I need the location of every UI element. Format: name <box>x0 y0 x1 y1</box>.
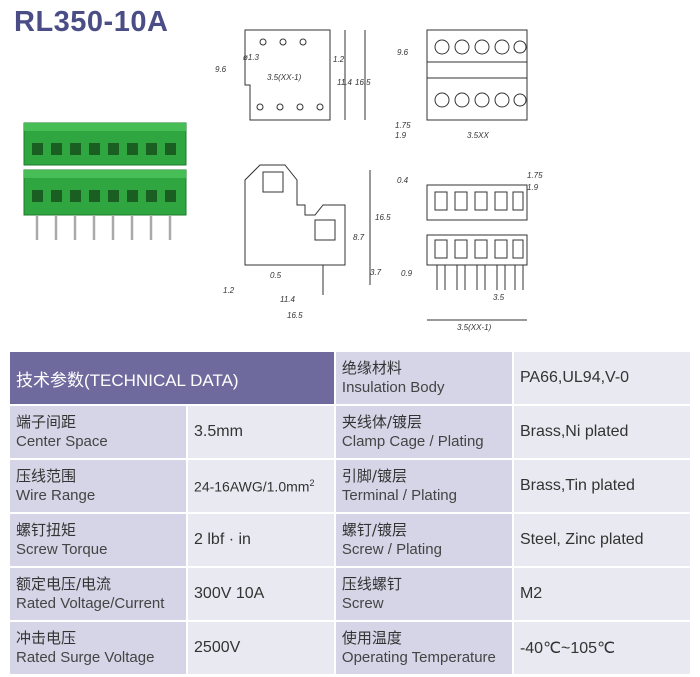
dim-label: 3.5 <box>493 293 505 302</box>
dim-label: 1.75 <box>527 171 543 180</box>
dim-label: 16.5 <box>355 78 371 87</box>
spec-value: M2 <box>513 568 690 620</box>
dim-label: 11.4 <box>280 295 296 304</box>
spec-value: 24-16AWG/1.0mm2 <box>188 460 334 512</box>
spec-value: Brass,Tin plated <box>513 460 690 512</box>
spec-value: 3.5mm <box>188 406 334 458</box>
dim-label: 1.9 <box>395 131 407 140</box>
dim-label: 0.9 <box>401 269 413 278</box>
spec-value: 2500V <box>188 622 334 674</box>
spec-value: Steel, Zinc plated <box>513 514 690 566</box>
terminal-block-photo <box>23 122 187 240</box>
dim-label: 16.5 <box>287 311 303 320</box>
dimension-drawings: 9.6 ø1.3 1.2 3.5(XX-1) 11.4 16.5 9.6 1.7… <box>215 29 543 332</box>
dim-label: 1.2 <box>223 286 235 295</box>
dim-label: 3.5(XX-1) <box>267 73 302 82</box>
dim-label: 16.5 <box>375 213 391 222</box>
dim-label: 1.9 <box>527 183 539 192</box>
dim-label: ø1.3 <box>243 53 260 62</box>
dim-label: 1.2 <box>333 55 345 64</box>
technical-data-header: 技术参数(TECHNICAL DATA) <box>10 352 334 404</box>
spec-value: -40℃~105℃ <box>513 622 690 674</box>
spec-value: 2 lbf · in <box>188 514 334 566</box>
dim-label: 11.4 <box>337 78 353 87</box>
product-title: RL350-10A <box>14 6 169 38</box>
spec-value: PA66,UL94,V-0 <box>513 352 690 404</box>
dim-label: 3.5(XX-1) <box>457 323 492 332</box>
dim-label: 1.75 <box>395 121 411 130</box>
dim-label: 0.4 <box>397 176 409 185</box>
dim-label: 8.7 <box>353 233 365 242</box>
dim-label: 9.6 <box>215 65 227 74</box>
dim-label: 3.5XX <box>467 131 489 140</box>
spec-value: Brass,Ni plated <box>513 406 690 458</box>
dim-label: 3.7 <box>370 268 382 277</box>
spec-value: 300V 10A <box>188 568 334 620</box>
dim-label: 9.6 <box>397 48 409 57</box>
dim-label: 0.5 <box>270 271 282 280</box>
